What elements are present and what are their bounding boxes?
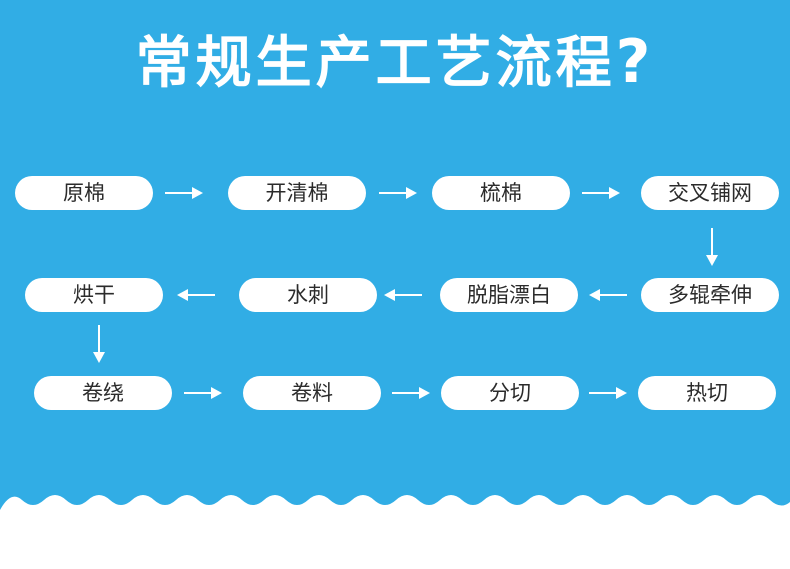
arrow-right-icon — [392, 387, 430, 399]
step-drying: 烘干 — [25, 278, 163, 312]
arrow-left-icon — [177, 289, 215, 301]
title-text: 常规生产工艺流程 — [135, 31, 616, 96]
step-raw-cotton: 原棉 — [15, 176, 153, 210]
step-degreasing-bleaching: 脱脂漂白 — [440, 278, 578, 312]
arrow-right-icon — [379, 187, 417, 199]
step-cross-lapping: 交叉铺网 — [641, 176, 779, 210]
question-mark: ? — [615, 27, 655, 97]
step-carding: 梳棉 — [432, 176, 570, 210]
arrow-down-icon — [93, 325, 105, 363]
arrow-left-icon — [384, 289, 422, 301]
step-hot-cutting: 热切 — [638, 376, 776, 410]
step-rolling: 卷料 — [243, 376, 381, 410]
arrow-right-icon — [589, 387, 627, 399]
step-slitting: 分切 — [441, 376, 579, 410]
page-title: 常规生产工艺流程? — [0, 26, 790, 100]
step-spunlace: 水刺 — [239, 278, 377, 312]
arrow-down-icon — [706, 228, 718, 266]
wave-decoration — [0, 495, 790, 569]
step-multi-roller-drafting: 多辊牵伸 — [641, 278, 779, 312]
arrow-right-icon — [184, 387, 222, 399]
arrow-left-icon — [589, 289, 627, 301]
step-winding: 卷绕 — [34, 376, 172, 410]
arrow-right-icon — [165, 187, 203, 199]
step-opening-cleaning: 开清棉 — [228, 176, 366, 210]
arrow-right-icon — [582, 187, 620, 199]
